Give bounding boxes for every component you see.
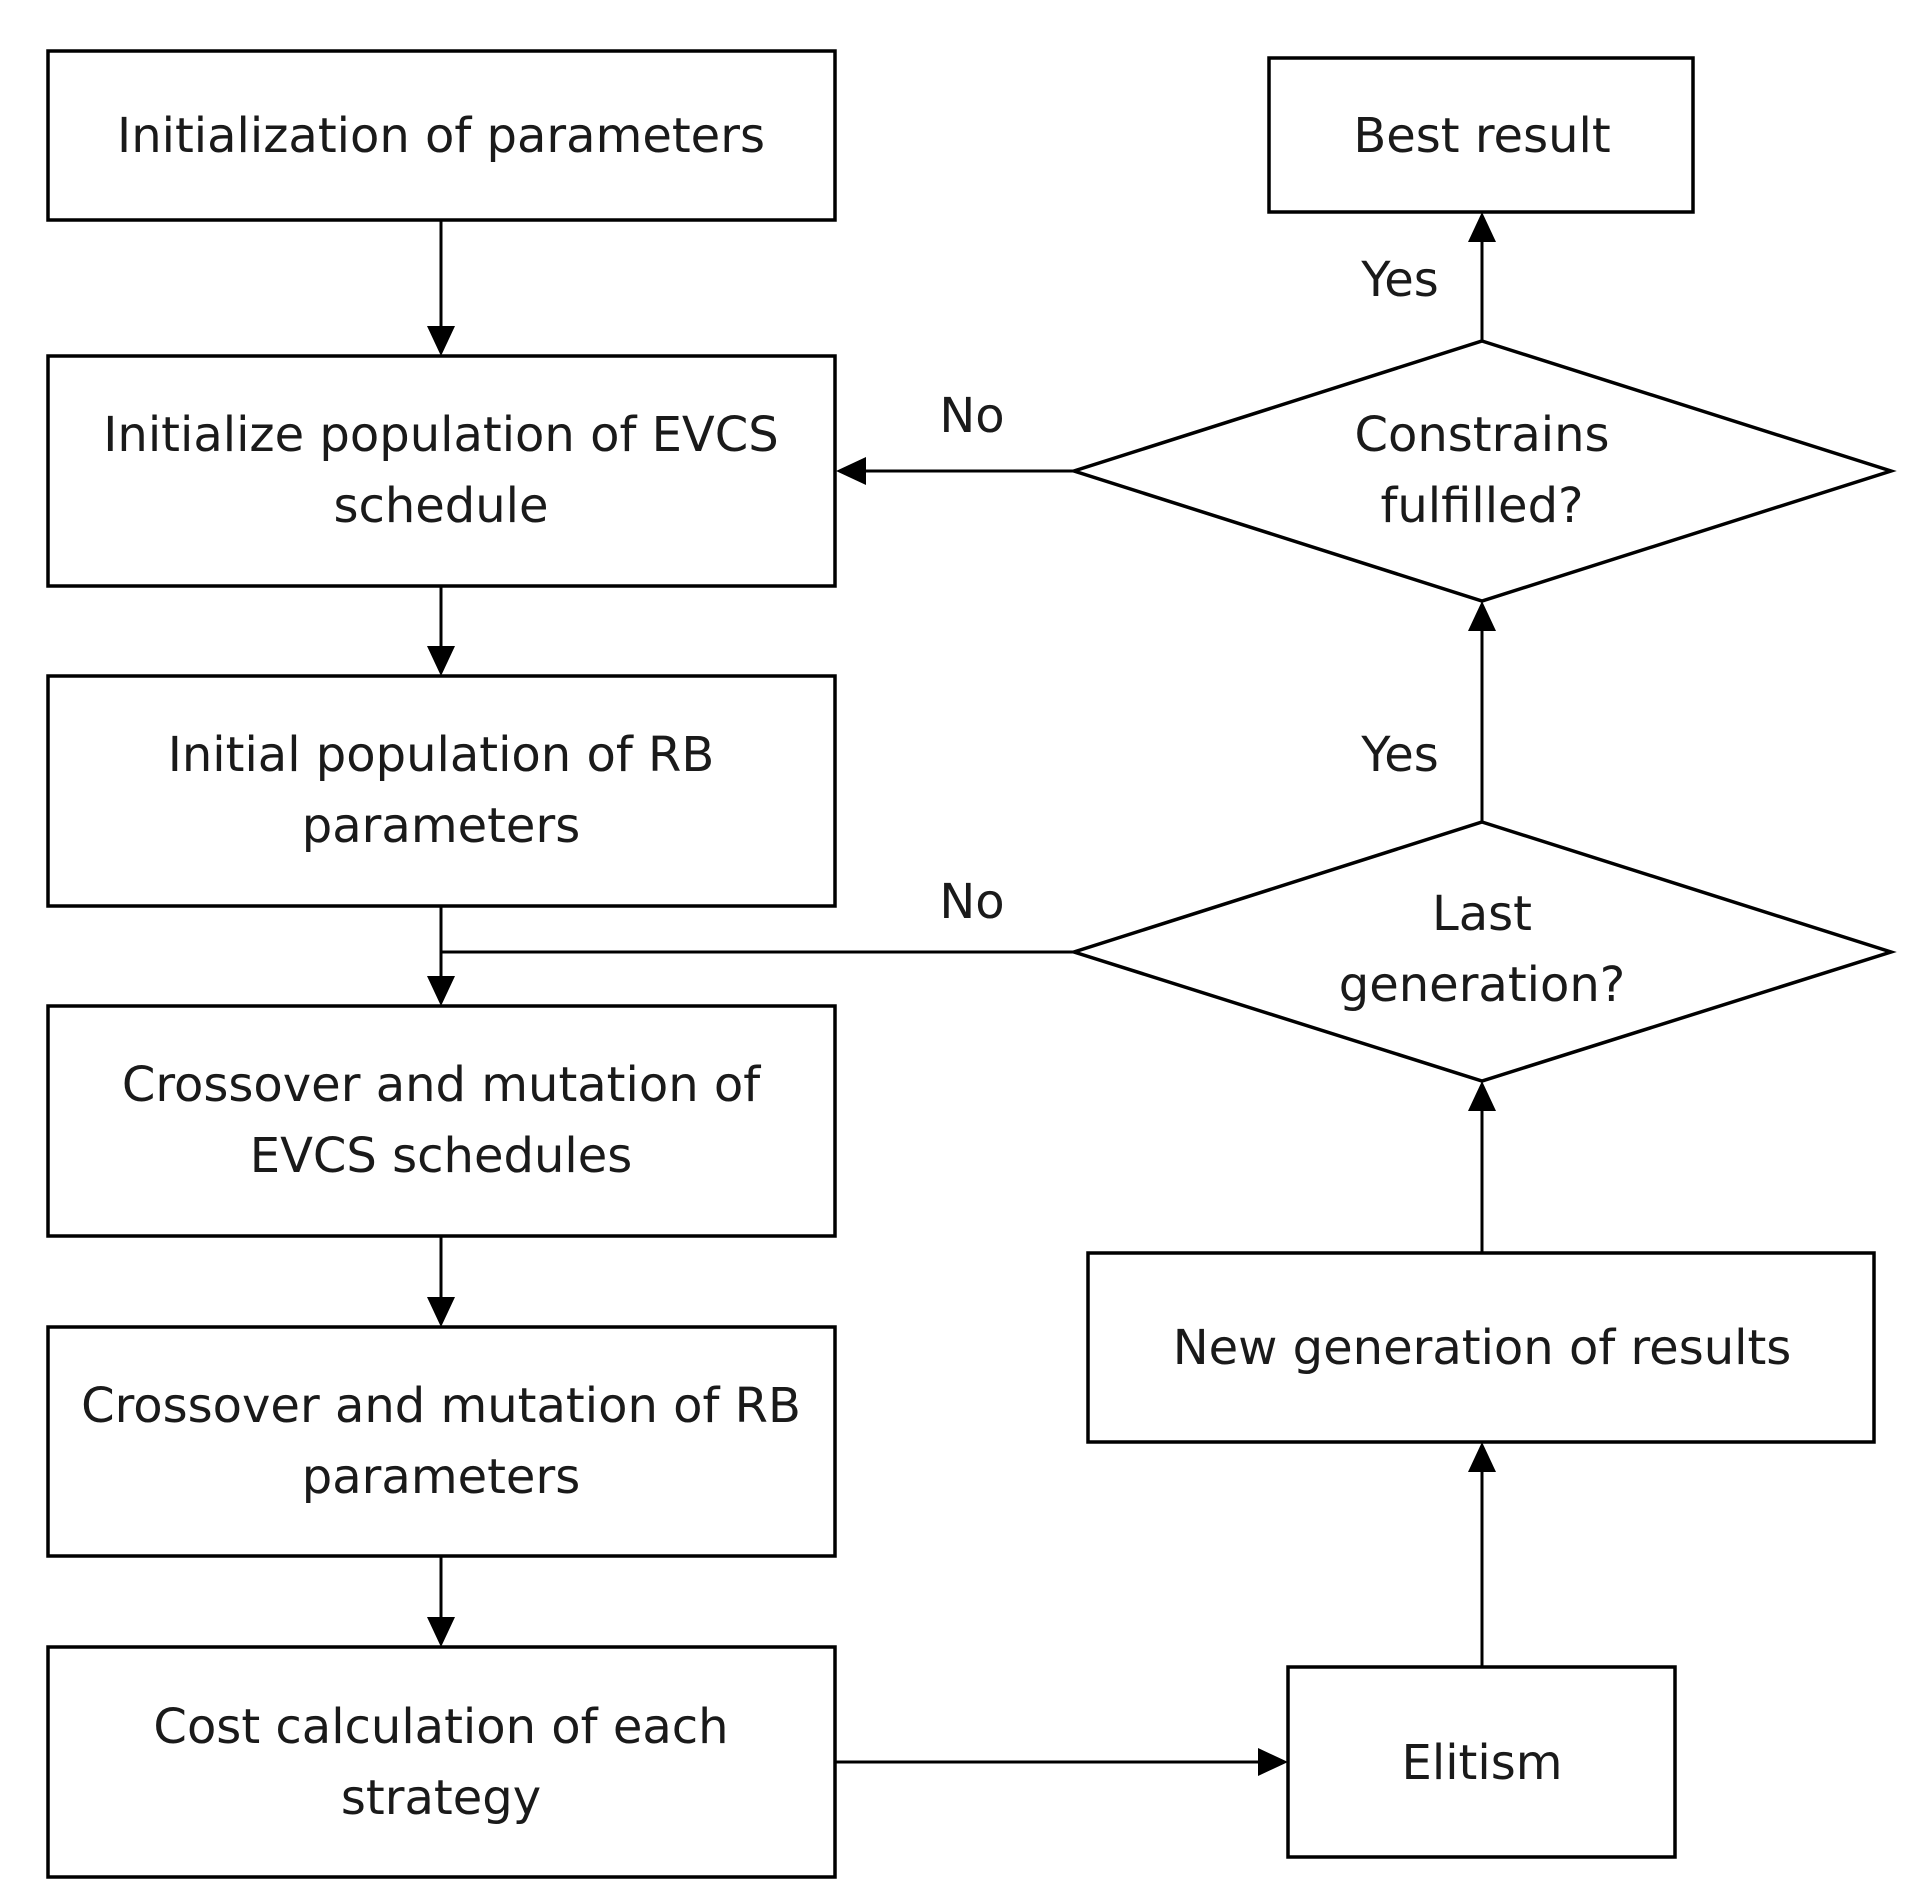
svg-text:parameters: parameters bbox=[302, 1449, 580, 1505]
svg-text:Initialize population of EVCS: Initialize population of EVCS bbox=[103, 407, 779, 463]
svg-text:EVCS schedules: EVCS schedules bbox=[250, 1128, 633, 1184]
edge-cross-rb-to-cost bbox=[427, 1556, 455, 1647]
svg-text:Crossover and mutation of RB: Crossover and mutation of RB bbox=[81, 1378, 801, 1434]
node-init-rb: Initial population of RB parameters bbox=[46, 674, 837, 908]
svg-text:parameters: parameters bbox=[302, 798, 580, 854]
edge-cost-to-elitism bbox=[835, 1748, 1288, 1776]
svg-text:Best result: Best result bbox=[1353, 108, 1610, 164]
edge-constrains-no bbox=[836, 457, 1074, 485]
svg-text:generation?: generation? bbox=[1339, 957, 1626, 1013]
svg-text:Constrains: Constrains bbox=[1354, 407, 1609, 463]
edge-new-gen-to-last-gen bbox=[1468, 1081, 1496, 1253]
svg-text:Last: Last bbox=[1432, 886, 1532, 942]
node-init-params: Initialization of parameters bbox=[46, 49, 837, 222]
edge-last-gen-yes bbox=[1468, 601, 1496, 822]
node-best: Best result bbox=[1267, 56, 1695, 214]
svg-text:Initialization of parameters: Initialization of parameters bbox=[117, 108, 765, 164]
svg-text:strategy: strategy bbox=[341, 1770, 541, 1826]
node-init-evcs: Initialize population of EVCS schedule bbox=[46, 354, 837, 588]
svg-text:Elitism: Elitism bbox=[1402, 1735, 1563, 1791]
node-elitism: Elitism bbox=[1286, 1665, 1677, 1859]
label-constrains-yes: Yes bbox=[1360, 252, 1438, 308]
edge-init-params-to-init-evcs bbox=[427, 220, 455, 356]
edge-init-rb-to-cross-evcs bbox=[427, 906, 455, 1006]
svg-text:Cost calculation of each: Cost calculation of each bbox=[153, 1699, 728, 1755]
label-constrains-no: No bbox=[939, 388, 1004, 444]
node-cross-evcs: Crossover and mutation of EVCS schedules bbox=[46, 1004, 837, 1238]
edge-cross-evcs-to-cross-rb bbox=[427, 1236, 455, 1327]
label-last-gen-yes: Yes bbox=[1360, 727, 1438, 783]
node-last-gen: Last generation? bbox=[1068, 820, 1897, 1083]
edge-elitism-to-new-gen bbox=[1468, 1442, 1496, 1667]
node-constrains: Constrains fulfilled? bbox=[1068, 339, 1897, 603]
label-last-gen-no: No bbox=[939, 874, 1004, 930]
svg-text:Initial population of RB: Initial population of RB bbox=[168, 727, 715, 783]
svg-text:Crossover and mutation of: Crossover and mutation of bbox=[122, 1057, 761, 1113]
svg-text:schedule: schedule bbox=[333, 478, 548, 534]
node-new-gen: New generation of results bbox=[1086, 1251, 1876, 1444]
node-cost: Cost calculation of each strategy bbox=[46, 1645, 837, 1879]
edge-init-evcs-to-init-rb bbox=[427, 586, 455, 676]
svg-text:fulfilled?: fulfilled? bbox=[1380, 478, 1583, 534]
node-cross-rb: Crossover and mutation of RB parameters bbox=[46, 1325, 837, 1558]
edge-constrains-yes bbox=[1468, 212, 1496, 341]
svg-text:New generation of results: New generation of results bbox=[1173, 1320, 1792, 1376]
